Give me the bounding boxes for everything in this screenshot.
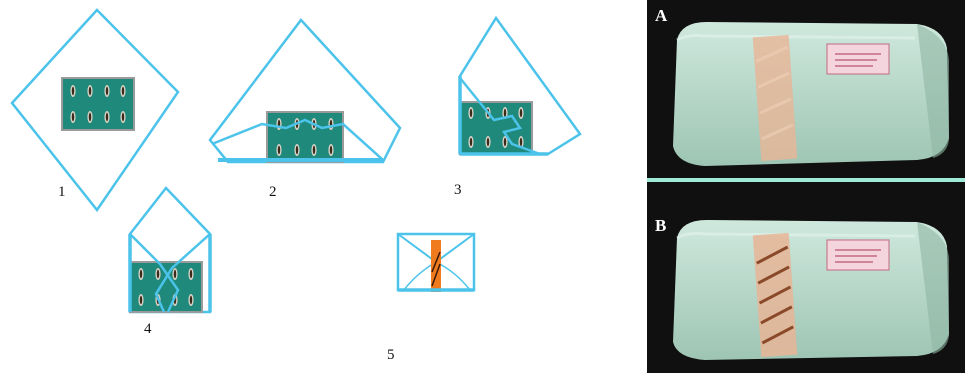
package-photo: [647, 0, 965, 178]
panel-letter: B: [655, 216, 667, 235]
crossed-flaps: [129, 233, 180, 313]
step-1-figure: 1: [10, 8, 180, 213]
photo-panel-b: B: [647, 182, 965, 373]
step-number: 1: [58, 184, 66, 200]
step-2-figure: 2: [208, 18, 402, 200]
step-number: 2: [269, 184, 277, 200]
package-photo: [647, 182, 965, 373]
step-number: 3: [454, 182, 462, 198]
tape-stripe: [431, 263, 441, 287]
step-number: 5: [387, 347, 395, 363]
wrapping-steps-diagram: 1 2 3 4: [10, 8, 582, 363]
step-4-figure: 4: [128, 186, 212, 337]
fold-line: [397, 233, 437, 263]
photo-panel-a: A: [647, 0, 965, 178]
crossed-flaps: [154, 233, 211, 313]
panel-divider: [647, 178, 965, 182]
package-photos: A B: [647, 0, 965, 373]
tape-stripe: [431, 251, 441, 273]
indicator-tape: [431, 240, 441, 292]
content-label: [826, 239, 890, 271]
folded-flap: [211, 118, 384, 161]
step-5-figure: 5: [387, 232, 476, 363]
fold-line: [435, 233, 475, 263]
folded-flap: [459, 77, 541, 156]
fold-line: [435, 261, 471, 291]
step-number: 4: [144, 321, 152, 337]
content-label: [826, 43, 890, 75]
wrap-sheet: [10, 8, 180, 213]
step-3-figure: 3: [454, 15, 582, 198]
panel-letter: A: [655, 6, 668, 25]
